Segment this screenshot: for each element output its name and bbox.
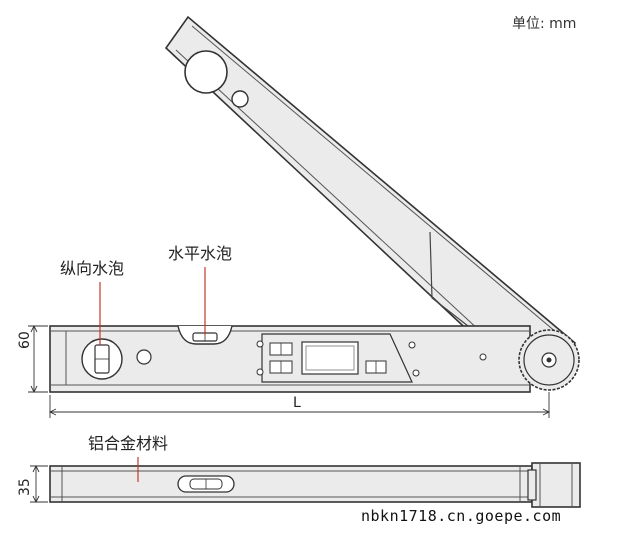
- vertical-vial-label: 纵向水泡: [60, 259, 125, 278]
- lcd-inner: [305, 345, 355, 371]
- unit-label: 单位: mm: [512, 16, 577, 32]
- thickness-dimension-label: 35: [17, 478, 33, 496]
- watermark-text: nbkn1718.cn.goepe.com: [361, 507, 562, 525]
- height-dimension-label: 60: [17, 331, 33, 349]
- base-side-view: [49, 462, 581, 508]
- side-vial: [177, 475, 235, 493]
- material-label: 铝合金材料: [88, 434, 169, 453]
- dimension-lines-side: [30, 464, 48, 504]
- side-body: [49, 465, 533, 503]
- arm-small-hole: [231, 90, 249, 108]
- arm-body: [164, 15, 577, 384]
- horizontal-vial: [177, 325, 233, 345]
- display-panel: [261, 333, 413, 383]
- horizontal-vial-label: 水平水泡: [168, 244, 233, 263]
- callout-leaders: [99, 267, 206, 482]
- side-knob: [527, 462, 581, 508]
- length-dimension-label: L: [293, 395, 301, 411]
- arm-bevel-top: [191, 25, 570, 344]
- screws: [256, 340, 487, 377]
- base-front-view: [49, 325, 580, 393]
- base-button: [136, 349, 152, 365]
- angled-arm: [164, 15, 577, 384]
- arm-bevel-bottom: [175, 49, 521, 369]
- arm-large-hole: [184, 50, 228, 94]
- pivot-wheel: [518, 329, 580, 391]
- dimension-lines-front: [28, 324, 551, 418]
- vertical-vial: [81, 338, 123, 380]
